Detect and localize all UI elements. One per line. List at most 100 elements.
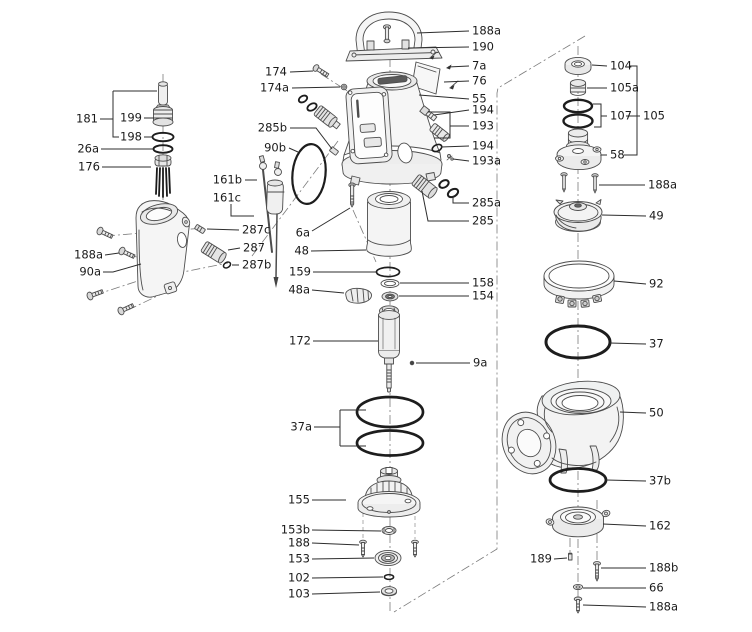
bearing-housing-155-art (357, 467, 421, 518)
part-label-49: 49 (649, 209, 664, 223)
leader-line-107 (593, 103, 602, 128)
part-label-105: 105 (643, 109, 665, 123)
vent-193a-art (446, 154, 454, 161)
bolt-6a-art (348, 182, 356, 208)
part-label-7a: 7a (472, 59, 486, 73)
part-label-92: 92 (649, 277, 664, 291)
part-label-174a: 174a (260, 81, 289, 95)
cap-103-art (380, 586, 398, 597)
suction-cover-162-art (545, 506, 611, 538)
part-label-6a: 6a (296, 226, 310, 240)
part-label-26a: 26a (77, 142, 99, 156)
part-label-176: 176 (78, 160, 100, 174)
part-label-188a-bottom: 188a (649, 600, 678, 614)
bolt-188a-bottom-art (573, 596, 583, 614)
impeller-49-art (553, 199, 603, 232)
leader-line-49 (601, 214, 647, 217)
rotor-shaft-art (378, 305, 400, 393)
leader-line-285b (290, 127, 333, 150)
leader-line-194-upper (433, 109, 470, 116)
oring-102-art (383, 573, 395, 581)
handle-bolt-icon (382, 24, 392, 44)
part-label-107: 107 (610, 109, 632, 123)
leader-line-37 (609, 342, 647, 345)
bolts-188-art (359, 539, 419, 558)
bolt-188b-art (593, 561, 601, 582)
bolts-188a-right-art (560, 172, 599, 194)
leader-line-174a (291, 86, 341, 89)
part-label-155: 155 (288, 493, 310, 507)
leader-line-7a (447, 65, 470, 68)
nut-153b-art (381, 526, 397, 535)
leader-line-194-lower (440, 145, 470, 148)
sensor-probes-art (258, 155, 285, 288)
part-label-190: 190 (472, 40, 494, 54)
bearing-153-art (374, 549, 402, 567)
leader-line-287c (206, 228, 240, 231)
leader-line-48 (310, 249, 367, 252)
part-label-194-upper: 194 (472, 103, 494, 117)
leader-line-104 (624, 65, 638, 156)
part-label-188a-right: 188a (648, 178, 677, 192)
washer-174a-art (340, 83, 348, 91)
part-label-153: 153 (288, 552, 310, 566)
part-label-198: 198 (120, 130, 142, 144)
leader-line-55 (418, 94, 470, 100)
part-label-193a: 193a (472, 154, 501, 168)
leader-line-193 (428, 111, 451, 139)
leader-line-189 (553, 557, 568, 560)
pin-189-art (567, 552, 573, 561)
leader-line-162 (602, 523, 647, 527)
orings-107-art (562, 98, 594, 129)
part-label-188a-left: 188a (74, 248, 103, 262)
leader-line-48a (311, 289, 345, 294)
part-label-104: 104 (610, 59, 632, 73)
part-label-172: 172 (289, 334, 311, 348)
leader-line-153b (311, 529, 382, 532)
part-label-181: 181 (76, 112, 98, 126)
part-label-287: 287 (243, 241, 265, 255)
key-9a-art (409, 360, 415, 366)
leader-line-92 (613, 280, 647, 285)
leader-line-103 (311, 591, 381, 595)
leader-line-188 (311, 542, 360, 546)
part-label-188: 188 (288, 536, 310, 550)
pipe-plug-194-upper-art (419, 105, 438, 122)
leader-line-285 (421, 190, 469, 222)
junction-cover-art (135, 200, 191, 298)
leader-line-193a (452, 158, 470, 162)
oring-159-art (375, 266, 401, 278)
leader-lines (100, 30, 647, 608)
leader-line-90b (288, 147, 299, 153)
part-label-193: 193 (472, 119, 494, 133)
leader-line-161c (230, 204, 254, 217)
part-label-48a: 48a (288, 283, 310, 297)
leader-line-188a-left (104, 252, 120, 256)
part-label-55: 55 (472, 92, 487, 106)
oring-287b-art (222, 261, 232, 269)
oring-90b-art (291, 143, 327, 205)
leader-line-104 (591, 64, 608, 67)
part-label-90a: 90a (79, 265, 101, 279)
part-label-162: 162 (649, 519, 671, 533)
part-label-105a: 105a (610, 81, 639, 95)
seal-plate-58-art (555, 128, 602, 171)
part-label-48: 48 (294, 244, 309, 258)
leader-line-50 (619, 411, 647, 414)
cable-wires-art (155, 167, 171, 198)
part-label-9a: 9a (473, 356, 487, 370)
connector-285-top-art (297, 94, 341, 156)
leader-line-37b (605, 479, 647, 482)
part-label-174: 174 (265, 65, 287, 79)
bearing-154-art (381, 291, 399, 302)
part-label-188b: 188b (649, 561, 678, 575)
part-labels: 188a1907a7655194193194193a285a2851581549… (74, 24, 678, 614)
washer-104-art (564, 56, 592, 76)
leader-line-188a-bottom (582, 604, 647, 608)
part-label-50: 50 (649, 406, 664, 420)
bolt-174-art (312, 64, 330, 78)
lifting-handle-art (345, 11, 443, 62)
leader-line-190 (407, 46, 470, 49)
nut-66-art (572, 583, 584, 591)
cable-gland-art (151, 81, 175, 198)
